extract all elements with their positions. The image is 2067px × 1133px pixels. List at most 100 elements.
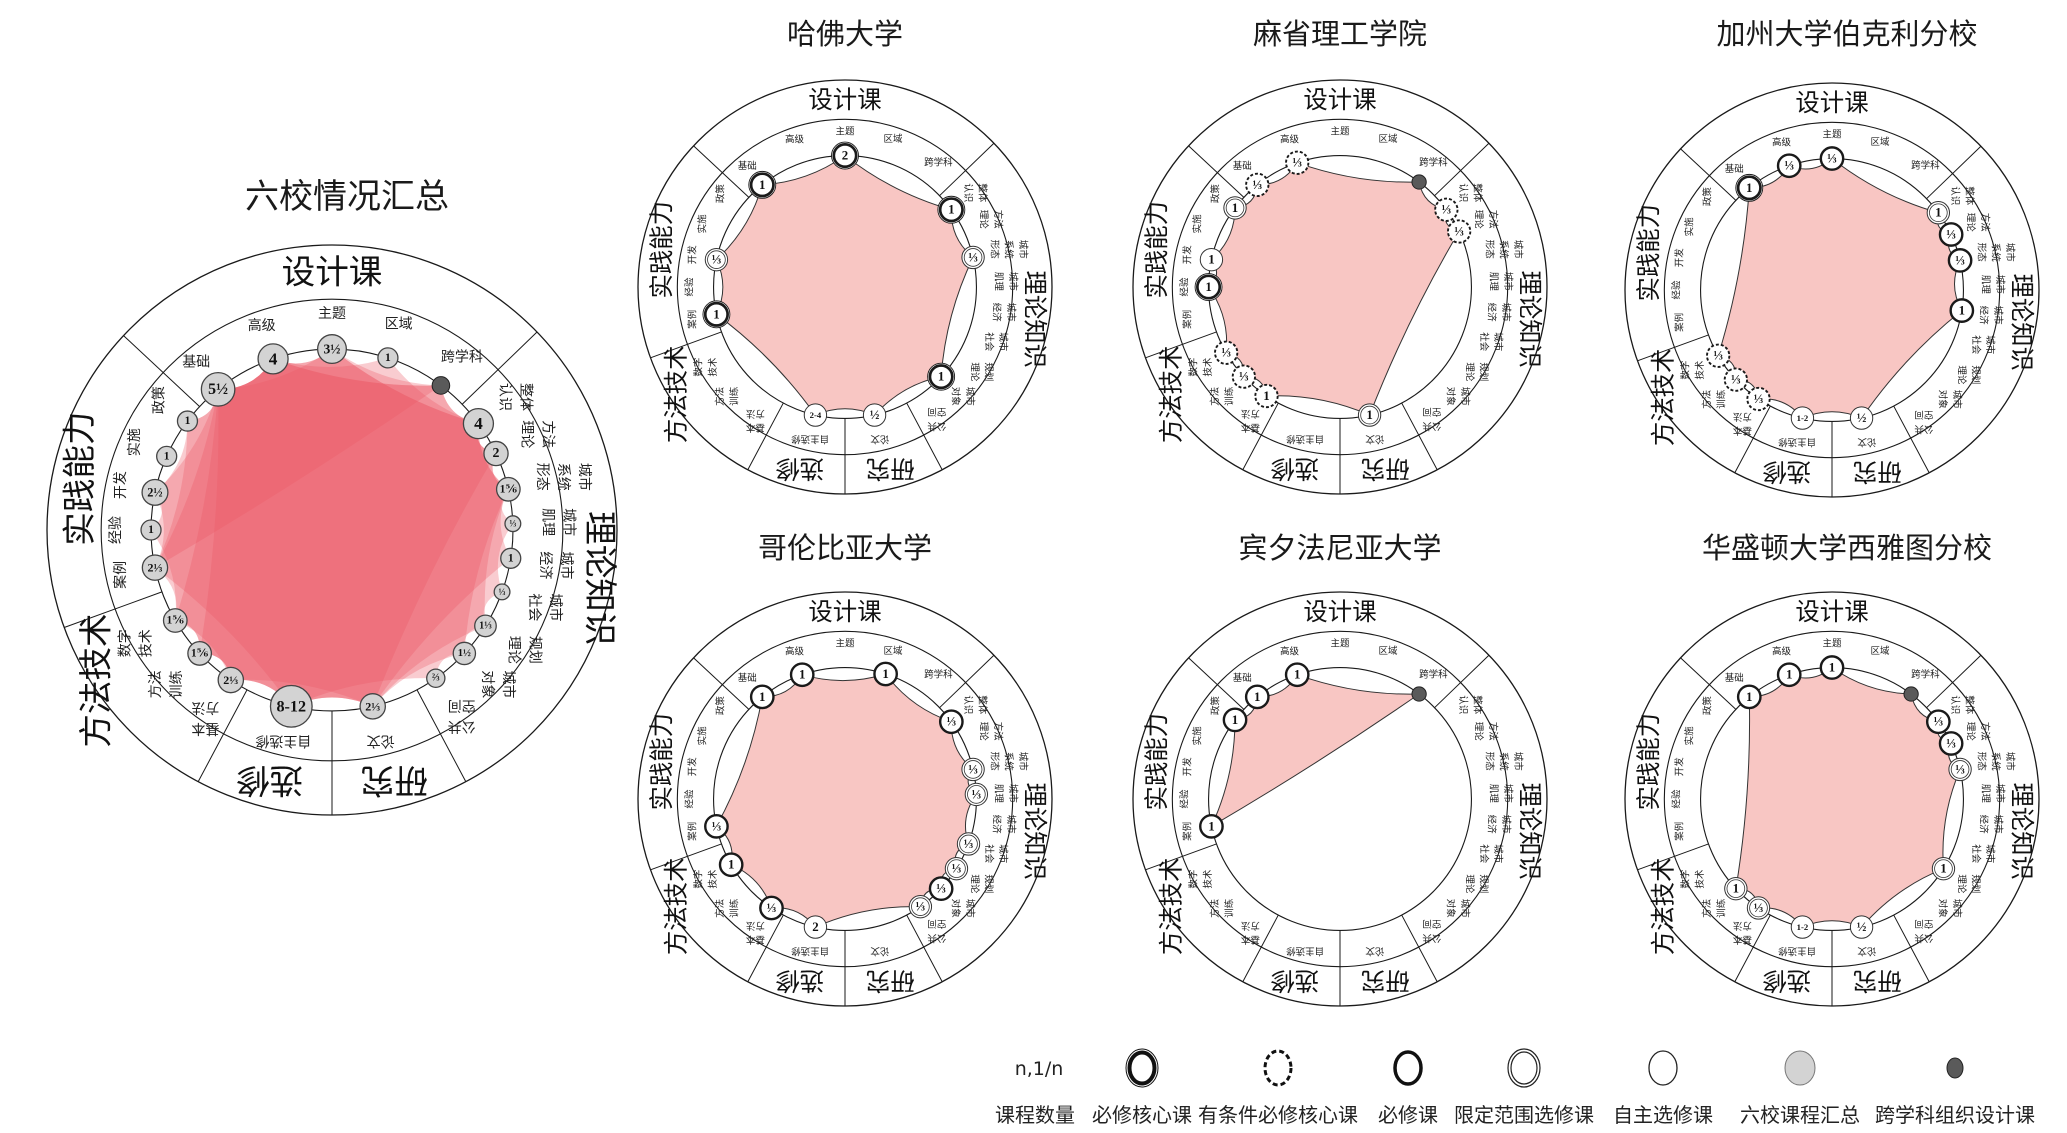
summary-circle-icon [452,641,477,666]
subcategory-label: 高级 [248,317,276,334]
subcategory-label-line: 方法 [714,387,726,406]
subcategory-label-line: 城市 [1502,272,1514,292]
category-label: 设计课 [1795,88,1868,117]
subcategory-label-line: 形态 [1483,240,1495,259]
chart-title: 哈佛大学 [787,17,903,51]
subcategory-label: 基础 [1233,672,1252,684]
required-course-node: ⅓ [1819,146,1845,171]
category-label-group: 实践能力 [1142,201,1171,299]
subcategory-label-line: 经验 [108,516,124,544]
core-circle-icon [703,301,729,327]
subcategory-label-line: 肌理 [993,784,1004,804]
summary-course-node: 1 [500,547,522,569]
legend-item: 有条件必修核心课 [1198,1049,1358,1127]
subcategory-label-line: 肌理 [1488,272,1499,292]
limited-elective-circle-icon [944,856,969,881]
summary-course-node: 1 [140,519,162,541]
course-count-label: 2 [493,446,500,461]
subcategory-label-line: 对象 [1445,899,1457,919]
subcategory-label-line: 社会 [983,844,995,864]
subcategory-label-line: 社会 [1970,335,1982,355]
subcategory-label-line: 案例 [687,310,699,329]
subcategory-label-line: 系统 [1990,752,2002,772]
summary-circle-icon [474,614,497,638]
legend-item: 必修课 [1378,1050,1438,1127]
course-count-label: ⅓ [1955,762,1965,776]
subcategory-label-line: 区域 [1378,645,1398,657]
subcategory-label-line: 规划 [1970,365,1982,384]
summary-course-node: 1 [156,445,178,468]
subcategory-label: 经验 [1178,277,1190,297]
subcategory-label-line: 肌理 [1488,784,1499,804]
course-count-label: 1 [1205,280,1211,294]
summary-course-node: 2⅓ [359,693,386,720]
course-count-label: 2⅓ [365,699,380,713]
category-label-group: 方法技术 [1156,346,1185,444]
category-label: 设计课 [282,253,383,292]
subcategory-label-line: 理论 [1965,213,1977,233]
subcategory-label-line: 城市 [1492,844,1504,864]
conditional-core-circle-icon [1214,340,1239,365]
subcategory-label-line: 城市 [1017,240,1029,259]
course-count-label: 1 [185,415,191,427]
subcategory-label-line: 规划 [1478,874,1490,893]
free-course-node: ½ [1849,915,1874,939]
subcategory-label-line: 理论 [1473,210,1485,230]
course-count-label: ⅓ [1442,203,1452,217]
subcategory-label-line: 技术 [707,357,719,377]
core-legend-icon [1127,1050,1157,1086]
school-overlay-fill [155,358,441,568]
category-label: 研究 [1361,966,1410,995]
subcategory-label: 经验 [683,789,695,809]
category-divider [1734,914,1771,983]
subcategory-label: 基础 [1233,160,1252,172]
category-label: 方法技术 [1156,858,1185,956]
subcategory-label-line: 城市 [1007,784,1019,804]
course-count-label: 2⅓ [147,561,162,575]
course-count-label: ⅓ [767,901,777,915]
subcategory-label: 方法训练 [714,898,740,918]
subcategory-label-line: 基础 [1725,672,1744,684]
subcategory-label-line: 空间 [448,697,476,713]
summary-course-node: ⅔ [426,668,446,688]
subcategory-label-line: 开发 [687,757,699,777]
conditional-course-node: ⅓ [1706,343,1731,368]
conditional-course-node: ⅓ [1231,364,1256,389]
subcategory-label-line: 跨学科 [924,157,953,169]
subcategory-label-line: 案例 [1674,822,1686,841]
legend-label: 必修课 [1378,1103,1438,1127]
summary-course-node: 1 [377,347,399,369]
required-course-node: 1 [1776,662,1802,688]
course-count-label: 1 [1294,668,1300,682]
category-label: 方法技术 [1648,858,1677,956]
category-label: 研究 [361,761,428,800]
subcategory-label-line: 城市 [1500,815,1512,835]
subcategory-label-line: 形态 [1975,243,1987,262]
category-divider [64,591,163,628]
subcategory-label: 区域 [385,317,413,333]
core-circle-icon [832,143,858,169]
subcategory-label-line: 实施 [1192,726,1204,746]
subcategory-label-line: 社会 [983,332,995,352]
subcategory-label-line: 跨学科 [924,669,953,681]
limited-legend-inner [1510,1051,1538,1085]
subcategory-label-line: 开发 [1674,248,1686,268]
subcategory-label-line: 基础 [1233,160,1252,172]
chart-title: 六校情况汇总 [245,177,449,217]
required-course-node: 1 [1736,684,1762,710]
required-circle-icon [1284,662,1310,688]
subcategory-label: 数字技术 [118,629,155,657]
summary-circle-icon [462,407,495,440]
limited-elective-inner-ring [947,859,966,878]
category-label-group: 选修 [775,454,824,483]
category-divider [906,914,943,983]
